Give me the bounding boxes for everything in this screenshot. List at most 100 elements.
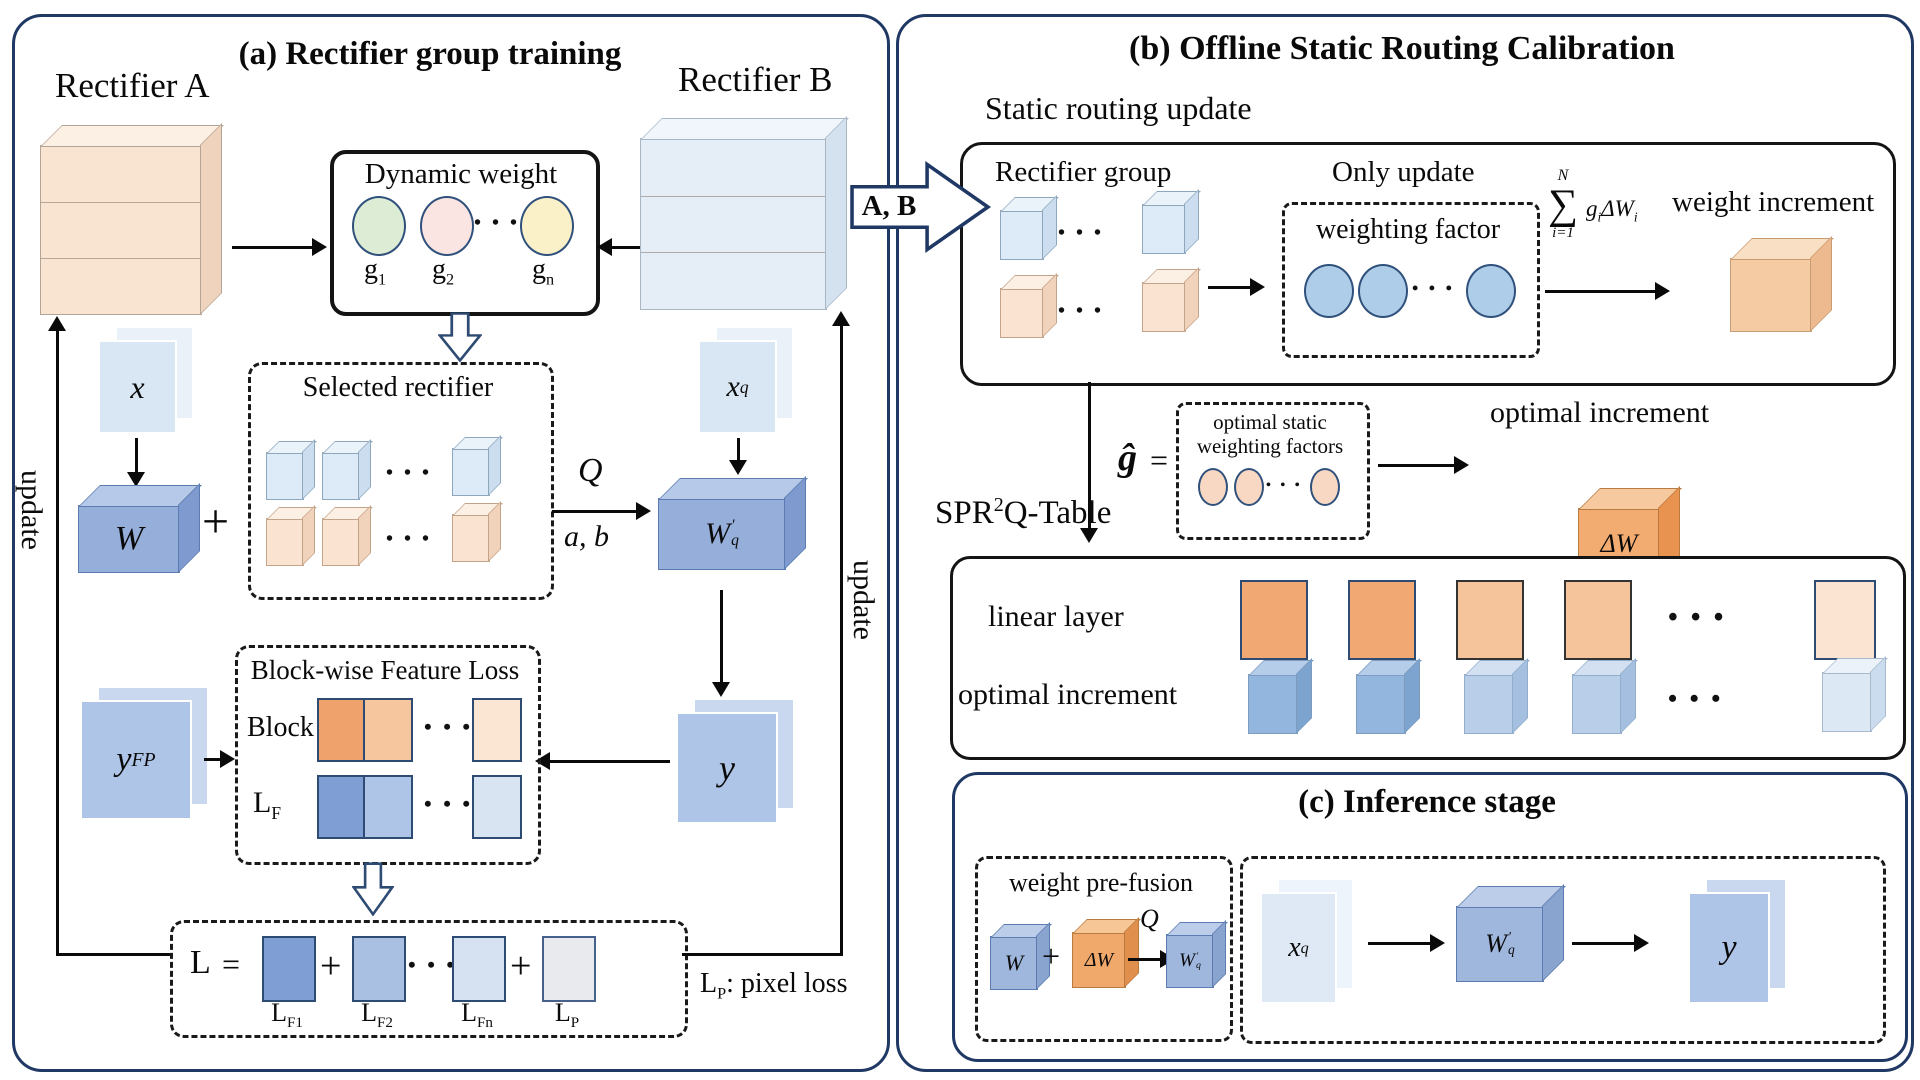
increment-cube-3 [1464,674,1514,734]
block-square-2 [363,698,413,762]
rectifier-cube-peach-2 [322,518,360,566]
dots-selected-peach: • • • [386,528,433,550]
increment-cube-4 [1572,674,1622,734]
group-cube-peach-1 [1000,288,1044,338]
optimal-increment-label: optimal increment [1490,396,1710,429]
block-row-label: Block [247,712,314,743]
linear-square-4 [1564,580,1632,660]
loss-plus-1: + [320,945,342,987]
inference-w-cube: W [990,936,1038,990]
sum-formula: N ∑ i=1 giΔWi [1548,167,1638,241]
linear-square-2 [1348,580,1416,660]
optimal-circle-n [1310,468,1340,506]
w-weight-cube: W [78,505,180,573]
wq-quantized-weight-cube: W′q [658,498,786,570]
ab-transfer-arrow: A, B [850,160,992,254]
loss-term-fn-label: LFn [461,998,493,1032]
inference-plus: + [1042,938,1061,974]
dots-block-row: • • • [424,714,474,739]
gate-circle-g2 [420,196,474,256]
linear-square-1 [1240,580,1308,660]
inference-wq-cube: W′q [1166,934,1214,988]
loss-square-f2 [352,936,406,1002]
increment-cube-2 [1356,674,1406,734]
panel-a-title: (a) Rectifier group training [238,36,622,72]
weighting-circle-n [1466,264,1516,318]
ab-transfer-label: A, B [861,189,917,222]
dynamic-weight-title: Dynamic weight [364,158,558,190]
blockwise-title: Block-wise Feature Loss [250,655,520,685]
panel-b-title: (b) Offline Static Routing Calibration [1129,30,1675,67]
pixel-loss-note: LP: pixel loss [700,968,848,1003]
linear-square-n [1814,580,1876,660]
spr2q-table-label: SPR2Q-Table [935,494,1112,531]
rectifier-cube-blue-1 [266,452,304,500]
dots-selected-blue: • • • [386,462,433,484]
linear-square-3 [1456,580,1524,660]
inference-q-label: Q [1140,904,1159,933]
rectifier-a-cube [40,145,202,315]
rectifier-b-label: Rectifier B [678,60,833,99]
inference-dw-cube: ΔW [1072,932,1126,988]
rectifier-cube-blue-2 [322,452,360,500]
q-quantize-label: Q [578,452,603,489]
dots-lf-row: • • • [424,791,474,816]
optimal-increment-dw-cube: ΔW [1578,508,1660,580]
plus-w-rectifier: + [202,495,230,548]
dots-dynamic-weight: • • • [474,212,521,234]
x-activation-pages: x [100,328,192,432]
increment-cube-n [1822,672,1872,732]
dots-loss: • • • [408,952,458,977]
loss-term-f1-label: LF1 [271,998,303,1032]
weight-prefusion-box [975,856,1233,1042]
hollow-down-arrow-icon [352,862,394,916]
update-right-label: update [847,560,880,640]
dots-linear-row: • • • [1668,602,1727,633]
panel-c-title: (c) Inference stage [1298,784,1556,820]
inference-flow-box [1240,856,1886,1044]
loss-square-p [542,936,596,1002]
g2-label: g2 [432,254,455,289]
weight-increment-label: weight increment [1672,186,1875,218]
dots-weighting: • • • [1412,278,1455,298]
rectifier-cube-blue-n [452,448,490,496]
weight-prefusion-label: weight pre-fusion [1008,868,1194,897]
dots-group-peach: • • • [1058,300,1105,322]
rectifier-a-label: Rectifier A [55,66,210,105]
rectifier-cube-peach-1 [266,518,304,566]
weighting-factor-box [1282,202,1540,358]
loss-term-f2-label: LF2 [361,998,393,1032]
block-arrow-right-icon [850,160,992,254]
g1-label: g1 [364,254,387,289]
loss-plus-2: + [510,945,532,987]
loss-term-p-label: LP [554,998,580,1032]
loss-square-f1 [262,936,316,1002]
ab-params-label: a, b [564,520,609,553]
ghat-eq: = [1150,442,1169,478]
loss-eq: = [222,946,241,982]
group-cube-peach-n [1142,282,1186,332]
blockwise-feature-loss-box [235,645,541,865]
linear-layer-row-label: linear layer [988,600,1124,633]
ghat-label: ĝ [1118,437,1137,479]
increment-cube-1 [1248,674,1298,734]
optimal-circle-2 [1234,468,1264,506]
update-left-label: update [15,470,48,550]
dots-optimal-circles: • • • [1266,478,1303,493]
static-routing-update-label: Static routing update [985,90,1252,126]
block-square-n [472,698,522,762]
dots-increment-row: • • • [1668,684,1724,713]
loss-lhs: L [190,944,211,981]
optimal-circle-1 [1198,468,1228,506]
total-loss-box [170,920,688,1038]
block-square-1 [317,698,367,762]
group-cube-blue-n [1142,204,1186,254]
optimal-increment-row-label: optimal increment [958,678,1178,711]
gn-label: gn [532,254,555,289]
lf-row-label: LF [253,786,281,823]
rectifier-cube-peach-n [452,514,490,562]
inference-wq2-cube: W′q [1456,906,1544,982]
